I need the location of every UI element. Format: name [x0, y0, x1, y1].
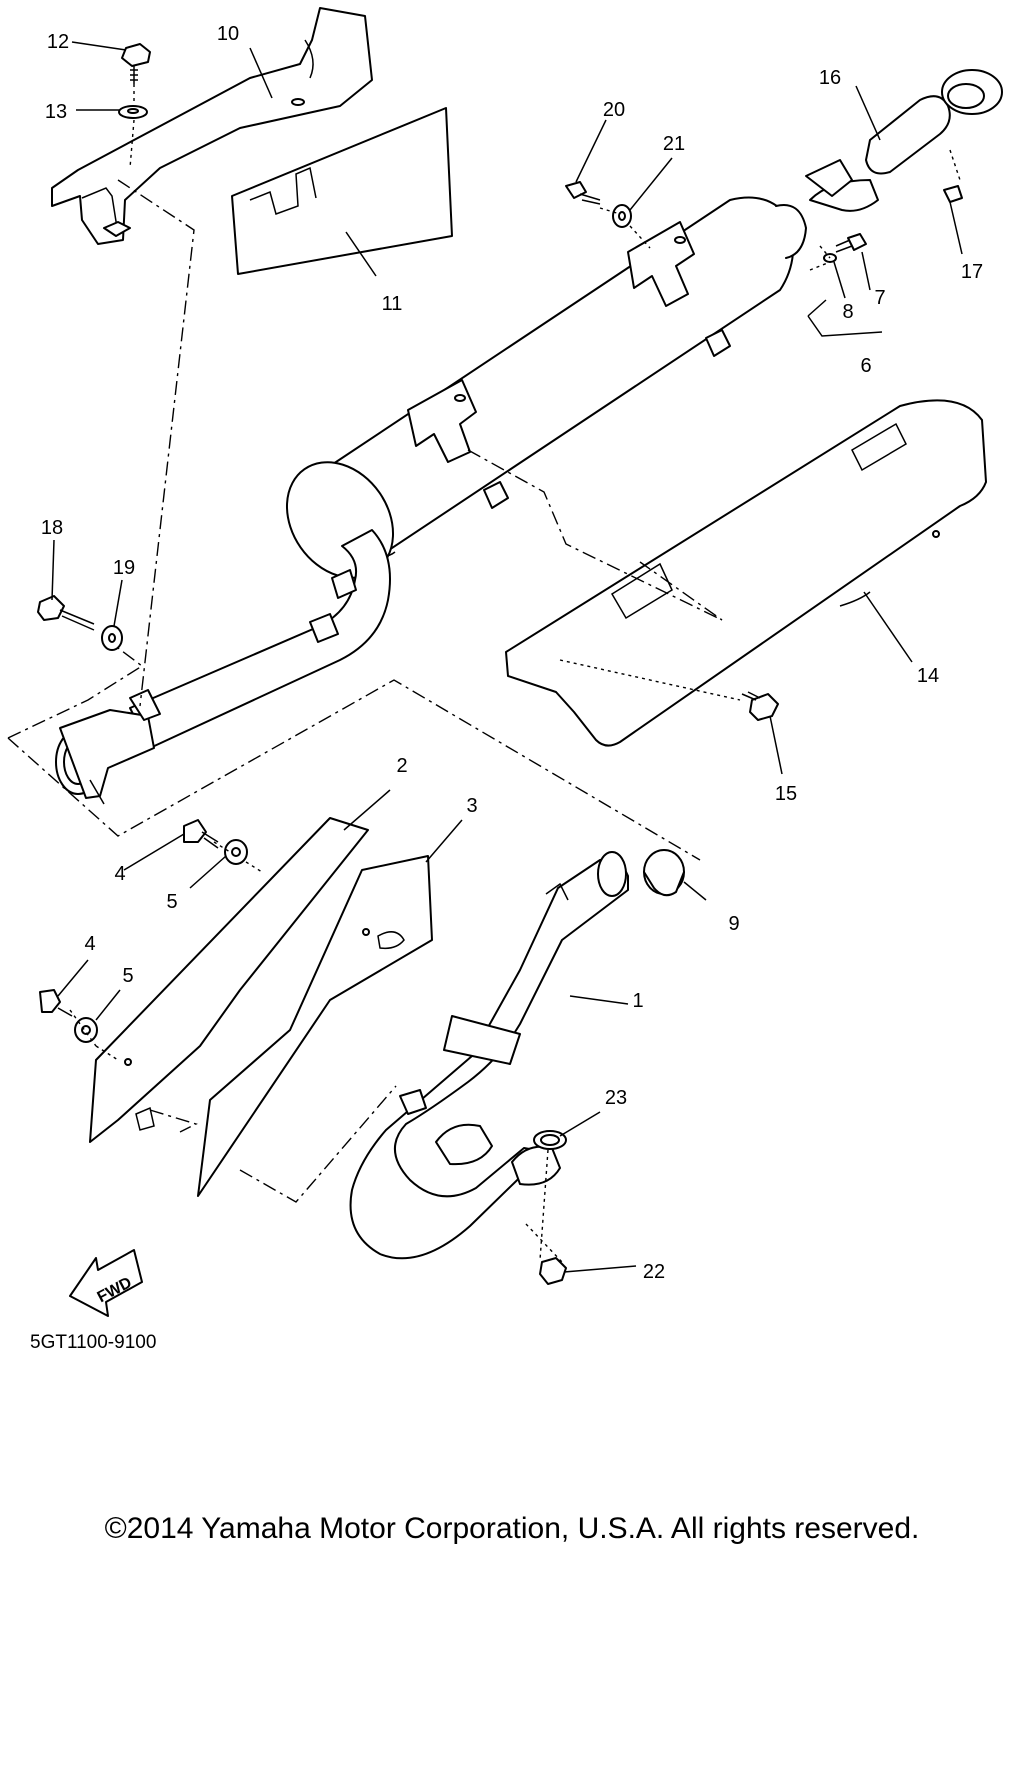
alignment-lines — [7, 84, 961, 1263]
part-23-gasket — [533, 1130, 567, 1150]
part-3-pipe-protector — [197, 855, 433, 1197]
callout-11: 11 — [382, 293, 403, 315]
copyright-notice: ©2014 Yamaha Motor Corporation, U.S.A. A… — [104, 1512, 920, 1545]
part-19-washer — [101, 625, 123, 651]
callouts: 1 2 3 4 4 5 5 6 7 8 9 10 11 12 13 14 15 … — [41, 23, 983, 1283]
callout-5a: 5 — [166, 891, 177, 913]
part-14-protector — [505, 399, 987, 747]
callout-13: 13 — [45, 101, 67, 123]
callout-14: 14 — [917, 665, 939, 687]
callout-8: 8 — [842, 301, 853, 323]
drawing-code: 5GT1100-9100 — [30, 1332, 156, 1353]
muffler-hangers — [407, 221, 731, 509]
part-22-nut — [539, 1257, 567, 1285]
callout-16: 16 — [819, 67, 841, 89]
leader-lines — [51, 41, 963, 1273]
part-16-tail-pipe — [805, 69, 1003, 212]
part-10-bracket — [51, 7, 373, 245]
callout-21: 21 — [663, 133, 685, 155]
fwd-arrow-icon: FWD — [69, 1249, 143, 1317]
part-15-bolt — [741, 691, 779, 721]
part-18-bolt — [37, 595, 95, 631]
part-4-bolt-upper — [183, 819, 219, 849]
part-5-washer-lower — [74, 1017, 98, 1043]
callout-5b: 5 — [122, 965, 133, 987]
callout-2: 2 — [396, 755, 407, 777]
callout-18: 18 — [41, 517, 63, 539]
callout-17: 17 — [961, 261, 983, 283]
callout-1: 1 — [632, 990, 643, 1012]
part-20-bolt — [565, 181, 601, 205]
part-13-washer — [118, 105, 148, 119]
callout-23: 23 — [605, 1087, 627, 1109]
callout-4b: 4 — [84, 933, 95, 955]
callout-10: 10 — [217, 23, 239, 45]
part-6-inlet-pipe — [55, 529, 391, 805]
part-7-screw — [835, 233, 867, 253]
callout-3: 3 — [466, 795, 477, 817]
part-1-exhaust-pipe — [349, 851, 629, 1260]
callout-15: 15 — [775, 783, 797, 805]
part-21-washer — [612, 204, 632, 228]
part-9-gasket — [643, 849, 685, 897]
callout-19: 19 — [113, 557, 135, 579]
callout-6: 6 — [860, 355, 871, 377]
part-17-screw — [943, 185, 963, 203]
part-11-heat-plate — [231, 107, 453, 275]
part-4-bolt-lower — [39, 989, 73, 1017]
callout-7: 7 — [874, 287, 885, 309]
part-12-bolt — [121, 43, 151, 84]
callout-20: 20 — [603, 99, 625, 121]
part-5-washer-upper — [224, 839, 248, 865]
callout-22: 22 — [643, 1261, 665, 1283]
callout-9: 9 — [728, 913, 739, 935]
callout-12: 12 — [47, 31, 69, 53]
callout-4a: 4 — [114, 863, 125, 885]
part-2-pipe-protector — [89, 817, 369, 1143]
